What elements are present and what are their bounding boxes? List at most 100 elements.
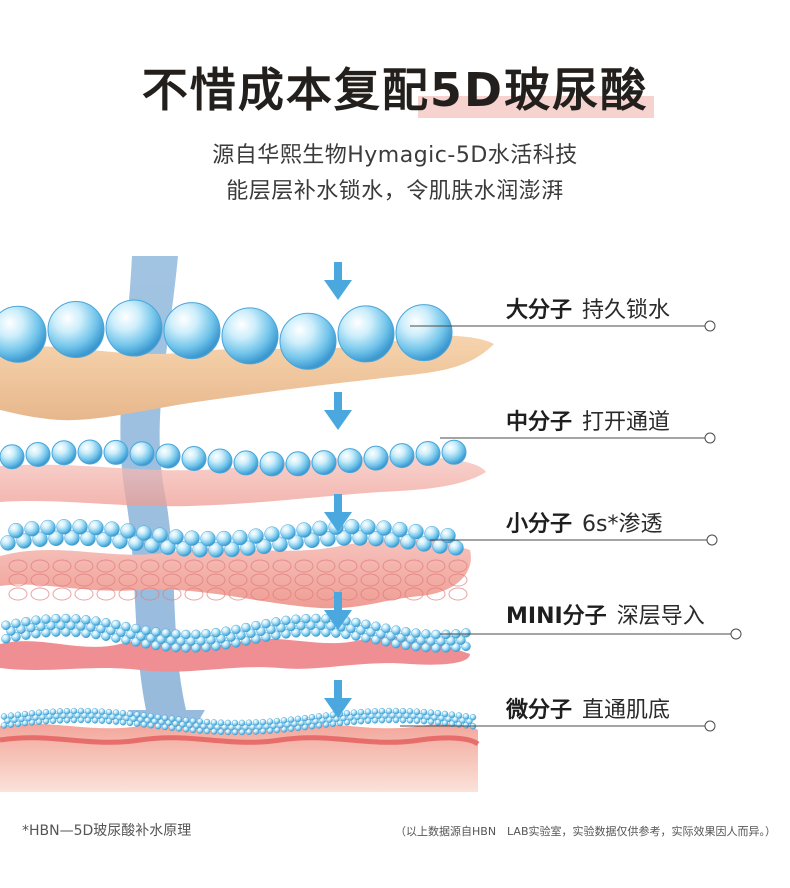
- skin-cell: [8, 573, 28, 587]
- micro-molecule-bubble: [361, 713, 368, 720]
- mini-molecule-bubble: [101, 617, 111, 628]
- small-molecule-bubble: [48, 530, 64, 547]
- small-molecule-bubble: [160, 539, 176, 556]
- micro-molecule-bubble: [46, 713, 53, 720]
- micro-molecule-bubble: [410, 712, 417, 720]
- micro-molecule-bubble: [396, 712, 403, 719]
- micro-molecule-bubble: [182, 717, 190, 724]
- small-molecule-bubble: [64, 530, 80, 546]
- micro-molecule-bubble: [165, 719, 172, 727]
- micro-molecule-bubble: [182, 726, 190, 733]
- mini-molecule-bubble: [161, 642, 171, 652]
- mini-molecule-bubble: [11, 618, 21, 629]
- micro-molecule-bubble: [266, 718, 274, 725]
- micro-molecule-bubble: [298, 719, 305, 727]
- micro-molecule-bubble: [210, 728, 218, 735]
- micro-molecule-bubble: [70, 707, 78, 715]
- micro-molecule-bubble: [399, 707, 407, 715]
- layer-desc: 深层导入: [616, 604, 705, 629]
- small-molecule-bubble: [120, 523, 136, 539]
- micro-molecule-bubble: [193, 722, 200, 730]
- micro-molecule-bubble: [231, 728, 239, 736]
- micro-molecule-bubble: [385, 716, 393, 724]
- down-arrow-shaft: [334, 592, 342, 614]
- mini-molecule-bubble: [91, 616, 101, 626]
- skin-cell: [382, 559, 402, 573]
- micro-molecule-bubble: [112, 709, 120, 716]
- small-molecule-bubble: [280, 524, 296, 540]
- leader-dot: [704, 432, 716, 444]
- mini-molecule-bubble: [31, 615, 41, 625]
- small-molecule-bubble: [432, 538, 448, 554]
- mini-molecule-bubble: [166, 635, 176, 646]
- micro-molecule-bubble: [287, 725, 295, 732]
- medium-molecule-bubble: [389, 443, 415, 469]
- mini-molecule-bubble: [331, 628, 341, 638]
- small-molecule-bubble: [152, 527, 168, 543]
- skin-cell: [118, 559, 138, 573]
- medium-molecule-bubble: [285, 451, 311, 477]
- micro-molecule-bubble: [287, 716, 295, 723]
- micro-molecule-bubble: [266, 727, 274, 734]
- micro-molecule-bubble: [0, 722, 8, 729]
- micro-molecule-bubble: [326, 716, 333, 723]
- micro-molecule-bubble: [28, 710, 36, 717]
- mini-molecule-bubble: [211, 641, 221, 651]
- skin-cell: [140, 587, 160, 601]
- micro-molecule-bubble: [382, 712, 389, 719]
- skin-cell: [184, 573, 204, 587]
- micro-molecule-bubble: [63, 716, 71, 724]
- micro-molecule-bubble: [389, 712, 396, 719]
- mini-molecule-bubble: [51, 627, 61, 637]
- layer-desc: 持久锁水: [582, 298, 671, 323]
- micro-molecule-bubble: [420, 717, 428, 725]
- micro-molecule-bubble: [441, 710, 449, 718]
- mini-molecule-bubble: [291, 614, 301, 625]
- mini-molecule-bubble: [306, 620, 316, 631]
- micro-molecule-bubble: [270, 722, 277, 730]
- layer-desc: 直通肌底: [582, 698, 671, 723]
- micro-molecule-bubble: [161, 714, 169, 722]
- subtitle-line-2: 能层层补水锁水，令肌肤水润澎湃: [226, 179, 564, 204]
- micro-molecule-bubble: [214, 723, 221, 731]
- micro-molecule-bubble: [42, 717, 50, 725]
- footnote: *HBN—5D玻尿酸补水原理: [22, 823, 192, 839]
- mini-molecule-bubble: [291, 628, 301, 638]
- micro-molecule-bubble: [18, 715, 25, 723]
- mini-molecule-bubble: [301, 627, 311, 637]
- leader-dot: [706, 534, 718, 546]
- mini-molecule-bubble: [286, 621, 296, 632]
- micro-molecule-bubble: [84, 707, 92, 715]
- mini-molecule-bubble: [241, 622, 251, 633]
- small-molecule-bubble: [16, 533, 32, 549]
- mini-molecule-bubble: [151, 627, 161, 637]
- mini-molecule-bubble: [211, 627, 221, 638]
- micro-molecule-bubble: [147, 722, 155, 729]
- small-molecule-bubble: [136, 525, 152, 541]
- skin-cell: [250, 559, 270, 573]
- micro-molecule-bubble: [431, 714, 438, 721]
- medium-molecule-bubble: [415, 440, 441, 466]
- micro-molecule-bubble: [189, 726, 197, 734]
- micro-molecule-bubble: [245, 728, 253, 736]
- micro-molecule-bubble: [91, 708, 99, 715]
- large-molecule-bubble: [221, 307, 279, 365]
- mini-molecule-bubble: [421, 629, 431, 639]
- micro-molecule-bubble: [56, 708, 64, 715]
- mini-molecule-bubble: [201, 628, 211, 639]
- leader-dot: [704, 320, 716, 332]
- layer-desc: 6s*渗透: [582, 512, 663, 537]
- mini-molecule-bubble: [41, 627, 51, 638]
- micro-molecule-bubble: [60, 712, 67, 720]
- mini-molecule-bubble: [61, 613, 71, 624]
- skin-cell: [426, 587, 446, 601]
- micro-molecule-bubble: [259, 727, 267, 735]
- medium-molecule-bubble: [103, 439, 129, 465]
- page-title-text: 不惜成本复配5D玻尿酸: [141, 63, 649, 117]
- down-arrow-head: [324, 410, 352, 430]
- medium-molecule-bubble: [51, 440, 77, 466]
- micro-molecule-bubble: [424, 713, 431, 721]
- large-molecule-bubble: [105, 299, 163, 357]
- micro-molecule-bubble: [448, 711, 456, 718]
- small-molecule-bubble: [224, 541, 240, 558]
